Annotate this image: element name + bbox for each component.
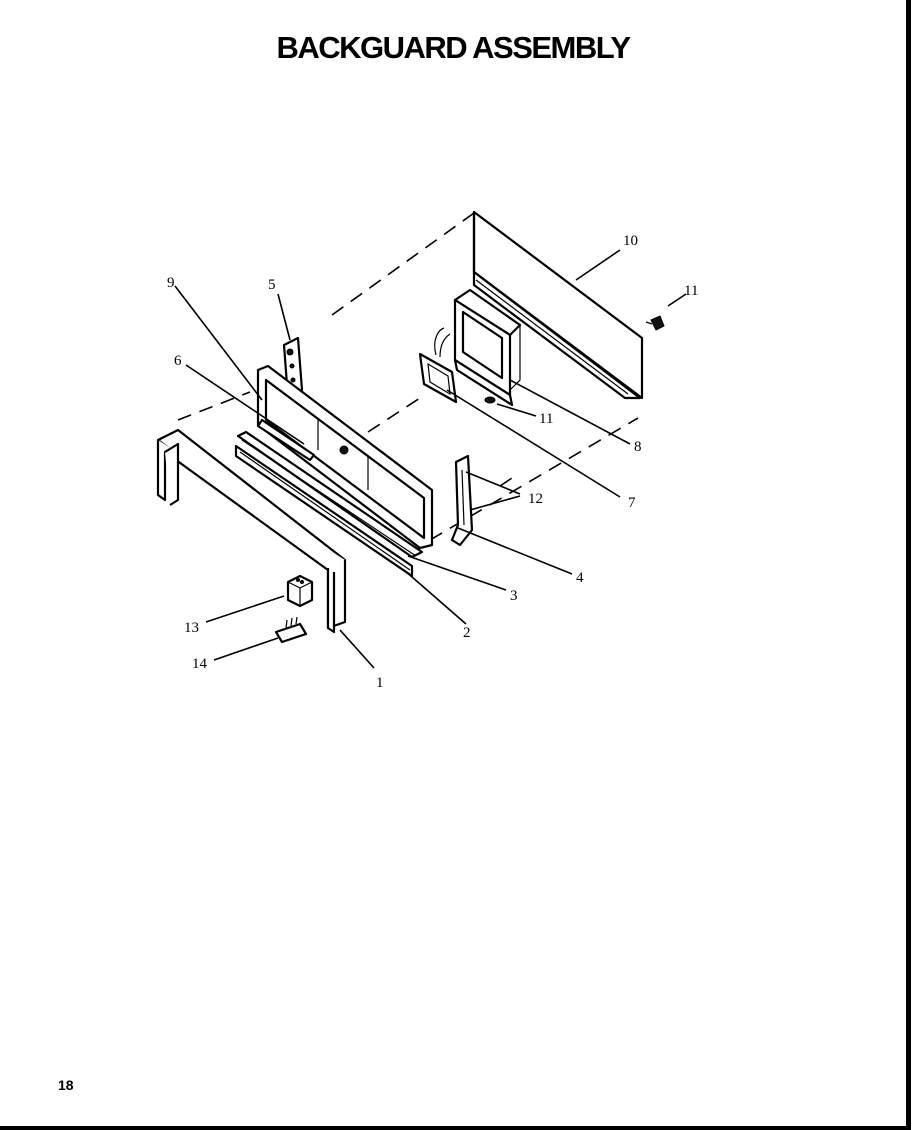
part-8-control-box bbox=[453, 288, 522, 407]
part-1-backguard-body bbox=[156, 428, 347, 634]
part-14-terminal-block bbox=[274, 616, 308, 644]
callout-3: 3 bbox=[510, 588, 518, 604]
callout-5: 5 bbox=[268, 277, 276, 293]
callout-2: 2 bbox=[463, 625, 471, 641]
assembly-dash-lines bbox=[177, 212, 639, 541]
callout-11-lower: 11 bbox=[539, 411, 553, 427]
callout-10: 10 bbox=[623, 233, 638, 249]
part-4-end-bracket bbox=[450, 454, 474, 547]
callout-8: 8 bbox=[634, 439, 642, 455]
callout-9: 9 bbox=[167, 275, 175, 291]
callout-6: 6 bbox=[174, 353, 182, 369]
callout-14: 14 bbox=[192, 656, 208, 672]
part-7-switch-bracket bbox=[418, 327, 458, 404]
part-6-lamp-tube bbox=[256, 418, 316, 462]
part-10-back-panel bbox=[472, 210, 644, 400]
part-13-block bbox=[286, 574, 314, 608]
callout-1: 1 bbox=[376, 675, 384, 691]
leader-lines bbox=[174, 249, 687, 669]
page-title: BACKGUARD ASSEMBLY bbox=[276, 30, 631, 65]
callout-4: 4 bbox=[576, 570, 584, 586]
part-11-screw-upper bbox=[645, 315, 665, 331]
callout-13: 13 bbox=[184, 620, 199, 636]
part-11-screw-lower bbox=[484, 396, 496, 404]
callout-11-upper: 11 bbox=[684, 283, 698, 299]
page-number: 18 bbox=[58, 1077, 74, 1093]
callout-12: 12 bbox=[528, 491, 543, 507]
part-3-trim-strip bbox=[236, 430, 424, 559]
callout-7: 7 bbox=[628, 495, 636, 511]
